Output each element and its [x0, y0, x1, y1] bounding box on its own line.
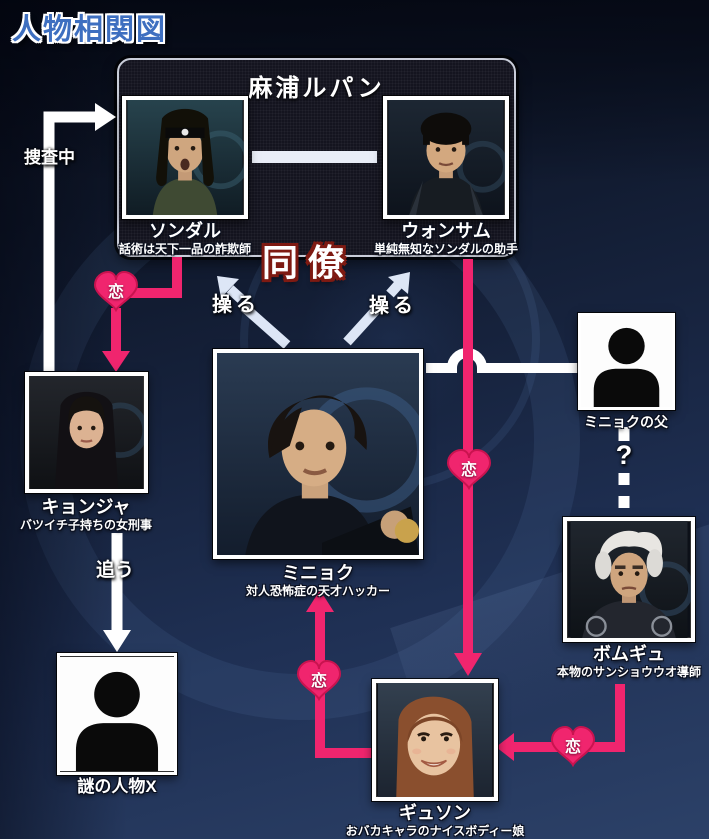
manipulate-right-arrow	[343, 272, 410, 346]
investigating-label: 捜査中	[24, 148, 75, 167]
heart-icon	[296, 659, 342, 702]
heart-icon	[550, 725, 596, 768]
bomgyu-portrait	[570, 521, 691, 638]
sondal-label: ソンダル 話術は天下一品の詐欺師	[119, 221, 251, 256]
colleague-label: 同僚	[261, 242, 355, 283]
love-label: 恋	[564, 739, 582, 756]
bomgyu-label: ボムギュ 本物のサンショウウオ導師	[557, 644, 701, 679]
love-hearts	[93, 270, 596, 768]
character-desc: 単純無知なソンダルの助手	[373, 241, 519, 256]
person-silhouette-icon	[60, 657, 174, 771]
sondal-portrait	[127, 100, 244, 215]
question-label: ?	[615, 440, 633, 470]
kyonja-portrait	[30, 376, 144, 489]
minyok-father-label: ミニョクの父	[584, 414, 668, 430]
love-label: 恋	[460, 462, 478, 479]
character-name: キョンジャ	[41, 497, 131, 517]
kyonja-label: キョンジャ バツイチ子持ちの女刑事	[20, 497, 152, 532]
manipulate-label-right: 操る	[369, 295, 417, 317]
gyuson-portrait	[378, 683, 492, 797]
bomgyu-photo	[563, 517, 695, 642]
minyok-label: ミニョク 対人恐怖症の天才ハッカー	[246, 563, 390, 598]
love-label: 恋	[310, 673, 328, 690]
wonsam-portrait	[388, 100, 505, 215]
manipulate-left-arrow	[217, 276, 291, 349]
partner-bar	[252, 151, 377, 163]
minyok-photo	[213, 349, 423, 559]
minyok-portrait	[217, 353, 419, 555]
character-desc: 話術は天下一品の詐欺師	[118, 241, 252, 256]
character-desc: 対人恐怖症の天才ハッカー	[245, 583, 391, 598]
love-label: 恋	[107, 284, 125, 301]
gyuson-label: ギュソン おバカキャラのナイスボディー娘	[346, 803, 525, 838]
gyuson-photo	[372, 679, 498, 801]
chasing-label: 追う	[95, 560, 135, 581]
minyok-father-box	[578, 313, 675, 410]
character-name: ミニョク	[281, 563, 354, 583]
character-name: 謎の人物X	[77, 777, 157, 796]
page-title: 人物相関図	[12, 14, 168, 46]
family-connector	[426, 348, 578, 373]
lupin-group-title: 麻浦ルパン	[248, 75, 385, 102]
heart-icon	[93, 270, 139, 313]
character-name: ソンダル	[148, 221, 221, 241]
wonsam-label: ウォンサム 単純無知なソンダルの助手	[374, 221, 518, 256]
sondal-photo	[122, 96, 248, 219]
character-name: ウォンサム	[401, 221, 491, 241]
heart-icon	[446, 448, 492, 491]
wonsam-photo	[383, 96, 509, 219]
person-silhouette-icon	[581, 316, 672, 407]
character-desc: 本物のサンショウウオ導師	[556, 664, 702, 679]
character-desc: バツイチ子持ちの女刑事	[19, 517, 153, 532]
kyonja-photo	[25, 372, 148, 493]
chase-arrow	[103, 533, 131, 652]
mystery-x-box	[57, 653, 177, 775]
sondal-love-arrow	[102, 257, 182, 372]
gyuson-love-arrow	[306, 590, 372, 758]
character-name: ギュソン	[399, 803, 471, 823]
mystery-x-label: 謎の人物X	[77, 777, 156, 797]
investigate-arrow	[43, 103, 116, 371]
manipulate-label-left: 操る	[212, 294, 260, 316]
character-desc: おバカキャラのナイスボディー娘	[345, 823, 525, 838]
character-name: ミニョクの父	[584, 414, 668, 430]
character-name: ボムギュ	[592, 644, 665, 664]
bomgyu-love-arrow	[496, 684, 625, 761]
